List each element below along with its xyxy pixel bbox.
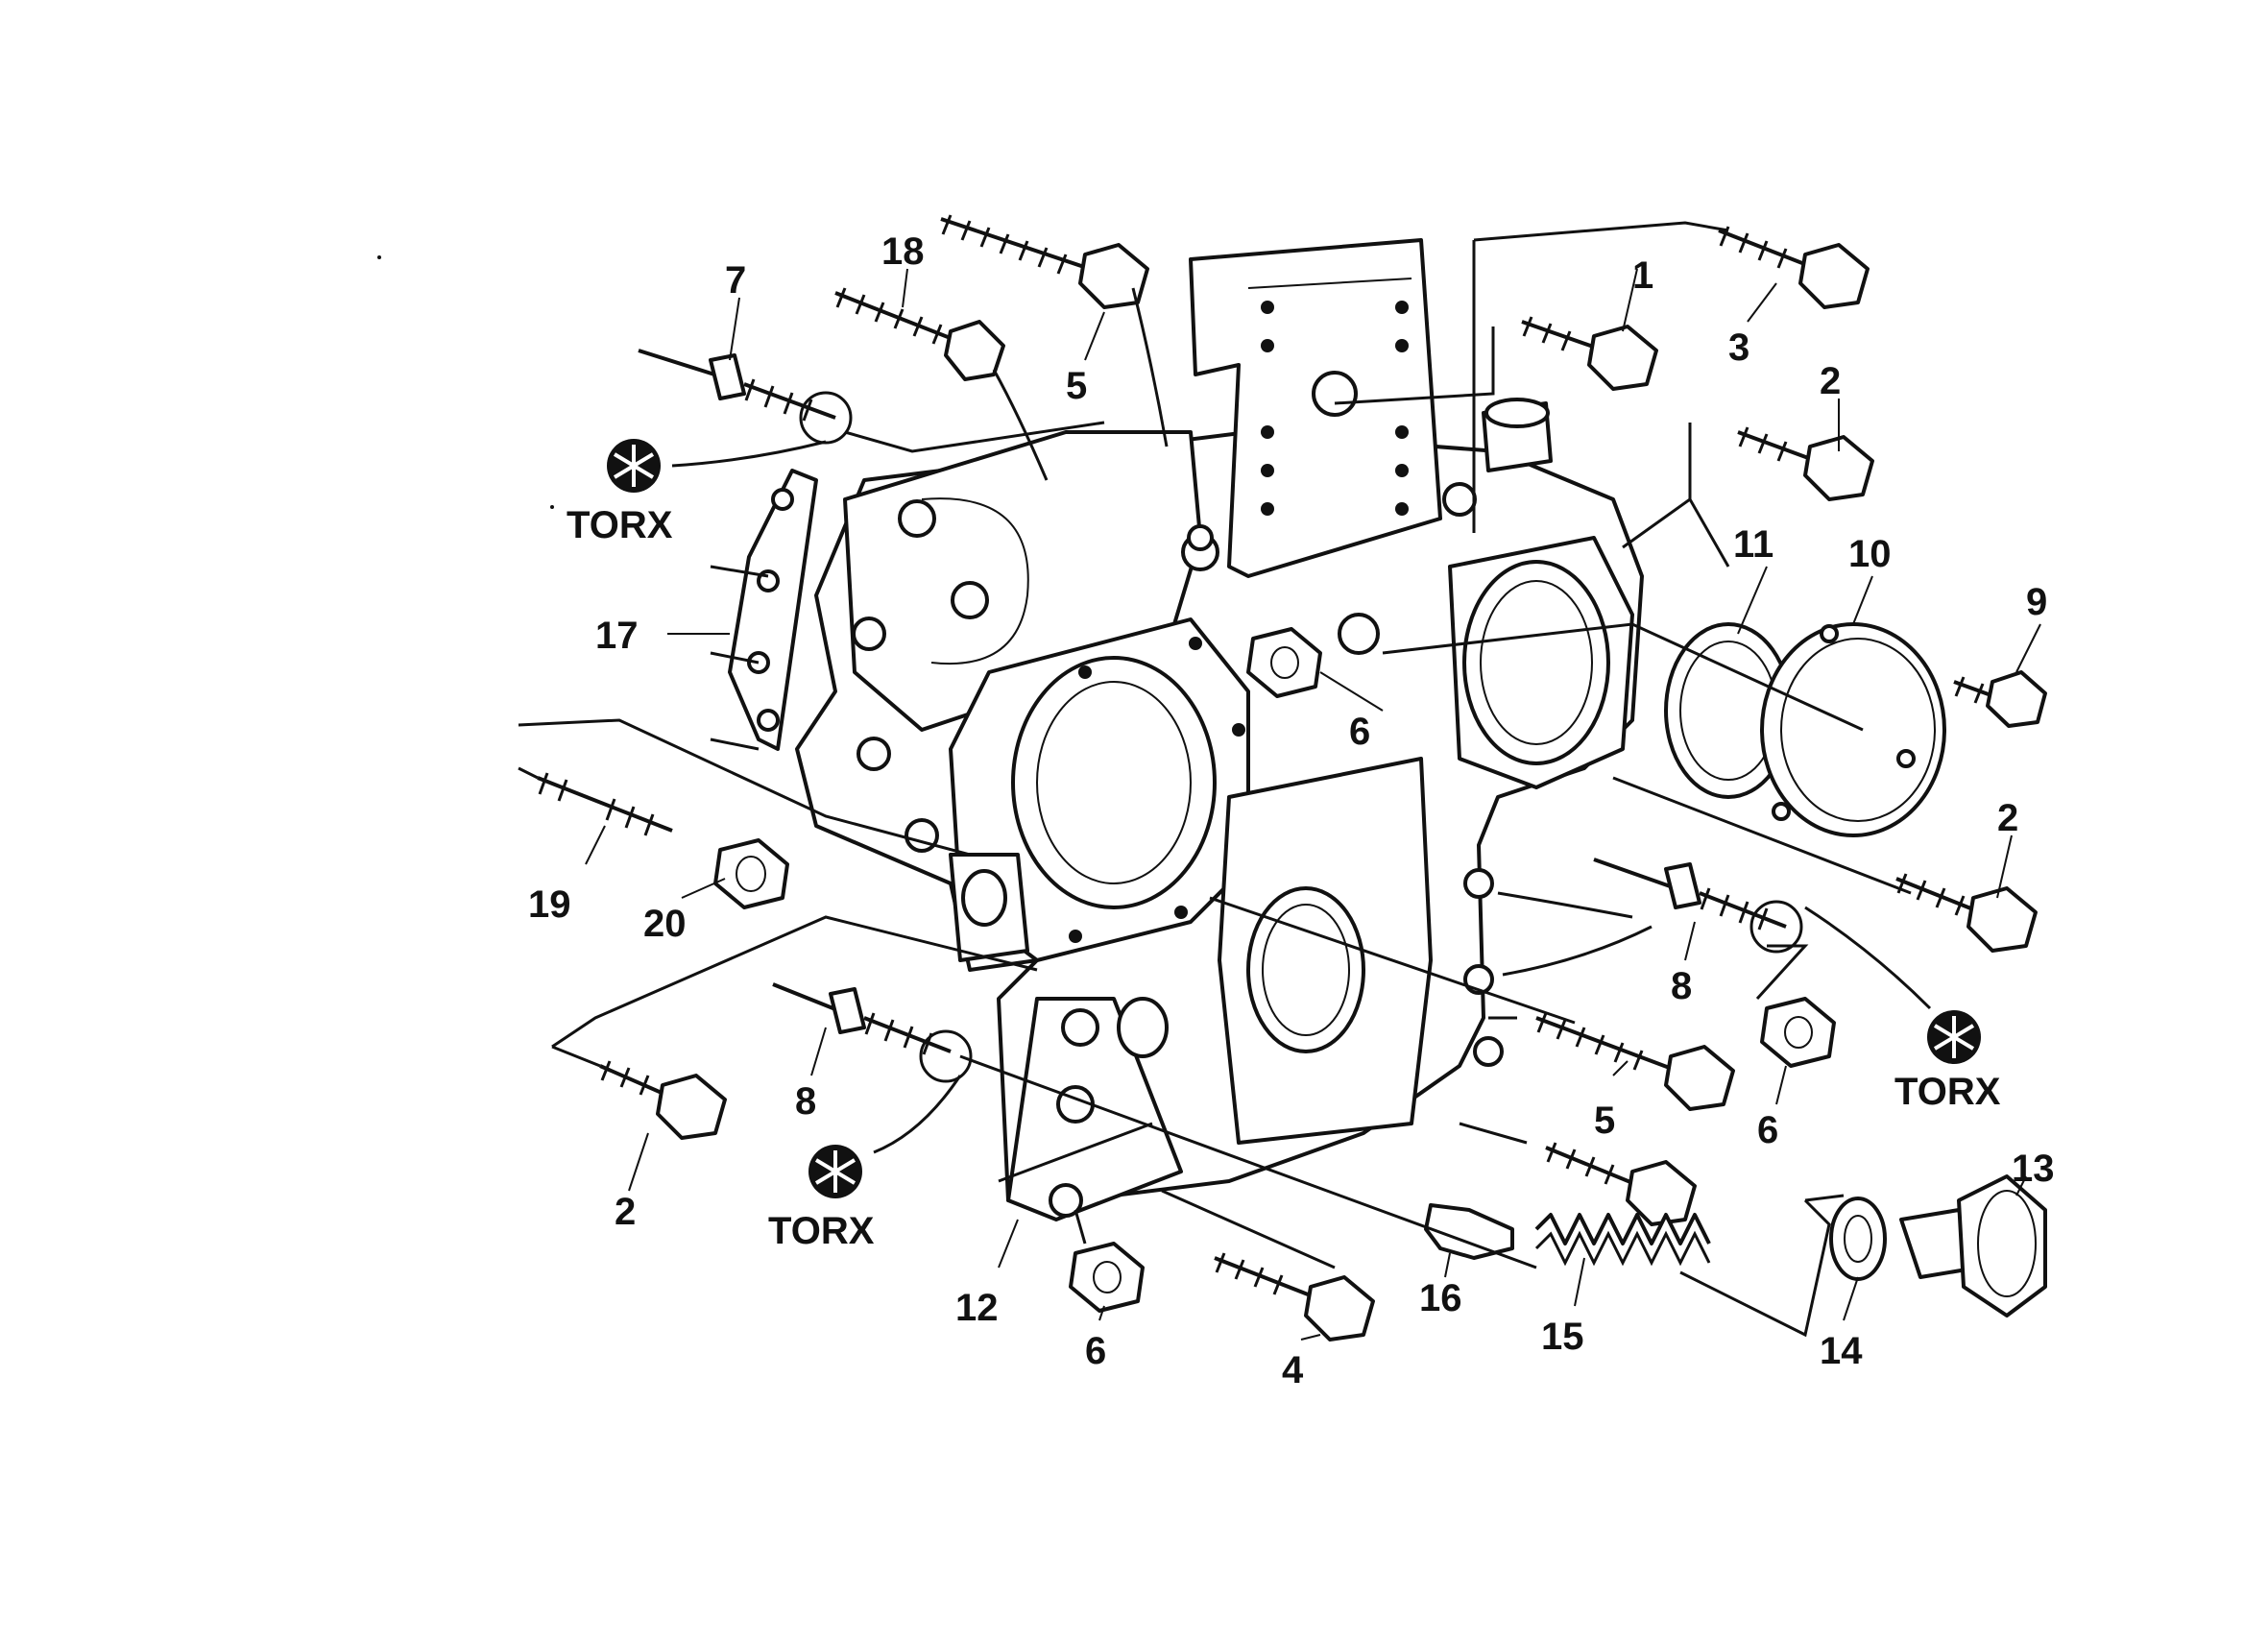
callout-4: 4 (1282, 1349, 1304, 1391)
washer-part-14 (1829, 1197, 1887, 1281)
torx-label-right: TORX (1894, 1071, 2001, 1113)
nut-part-20 (713, 838, 789, 909)
torx-symbol-bottom: TORX (768, 1145, 875, 1252)
nut-part-6-right (1760, 997, 1836, 1068)
callout-1: 1 (1632, 254, 1653, 297)
nut-part-6-bottom (1069, 1242, 1145, 1313)
hex-bolt-icon (944, 320, 1005, 381)
bolt-part-5-lower (1545, 1142, 1697, 1226)
speck-mark (377, 255, 381, 259)
speck-mark (550, 505, 554, 509)
callout-8: 8 (795, 1080, 816, 1123)
torx-symbol-right: TORX (1894, 1010, 2001, 1113)
callout-15: 15 (1541, 1316, 1584, 1358)
callout-19: 19 (528, 883, 571, 926)
callout-12: 12 (955, 1287, 999, 1329)
callout-6: 6 (1757, 1109, 1778, 1151)
bolt-part-18 (834, 287, 1005, 381)
stud-part-7 (638, 349, 853, 445)
callout-14: 14 (1820, 1330, 1863, 1372)
callout-labels: 1 2 2 2 3 4 5 5 6 6 6 7 8 8 9 10 11 12 1… (528, 230, 2055, 1391)
plug-part-13 (1899, 1174, 2047, 1318)
stud-part-8-right (1593, 858, 1803, 954)
callout-17: 17 (595, 615, 639, 657)
callout-7: 7 (725, 259, 746, 302)
oil-seal-part-11 (1664, 622, 1793, 799)
nut-part-6-top (1246, 627, 1322, 698)
callout-5: 5 (1594, 1100, 1615, 1142)
bore-cover-part-10 (1760, 622, 1946, 837)
stud-part-19 (537, 772, 673, 836)
callout-9: 9 (2026, 581, 2047, 623)
callout-8: 8 (1671, 965, 1692, 1007)
hex-nut-icon (713, 838, 789, 909)
callout-6: 6 (1349, 711, 1370, 753)
callout-16: 16 (1419, 1277, 1462, 1319)
bolt-part-5-right (1535, 1012, 1735, 1111)
callout-2: 2 (1997, 797, 2018, 839)
callout-10: 10 (1848, 533, 1892, 575)
stud-part-8-left (772, 982, 973, 1083)
bolt-part-3 (1718, 226, 1870, 309)
gasket-part-17 (728, 469, 818, 751)
callout-11: 11 (1733, 523, 1773, 566)
timing-cover-housing (795, 238, 1644, 1221)
bolt-part-5-top (940, 214, 1149, 309)
callout-13: 13 (2012, 1148, 2055, 1190)
callout-3: 3 (1728, 326, 1749, 369)
torx-label-top: TORX (567, 504, 673, 546)
callout-6: 6 (1085, 1330, 1106, 1372)
bolt-part-2-top (1737, 426, 1874, 501)
callout-2: 2 (615, 1191, 636, 1233)
spring-part-15 (1534, 1213, 1711, 1267)
bolt-part-9 (1953, 670, 2047, 728)
bolt-part-4 (1214, 1252, 1375, 1342)
torx-symbol-top: TORX (567, 439, 673, 546)
bolt-part-2-left (599, 1060, 727, 1140)
torx-label-bottom: TORX (768, 1210, 875, 1252)
assembly-leader-lines (518, 221, 1932, 1338)
bolt-part-2-right (1895, 873, 2038, 953)
callout-2: 2 (1820, 360, 1841, 402)
callout-20: 20 (643, 903, 687, 945)
bolt-part-1 (1521, 316, 1658, 391)
callout-18: 18 (881, 230, 925, 273)
callout-5: 5 (1066, 365, 1087, 407)
